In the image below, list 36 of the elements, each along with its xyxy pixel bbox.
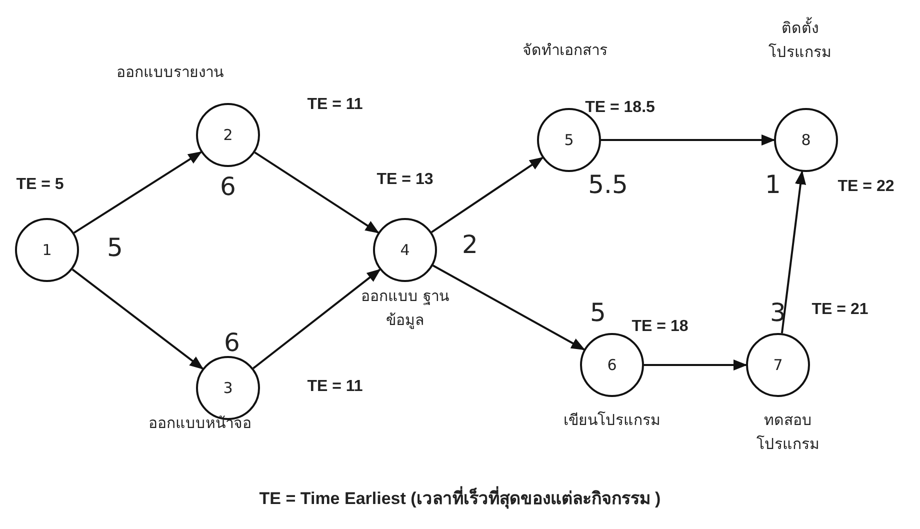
event-circle: 2 xyxy=(196,103,260,167)
te-label: TE = 11 xyxy=(307,95,363,116)
te-label: TE = 11 xyxy=(307,377,363,398)
arrow xyxy=(601,134,776,146)
te-label: TE = 21 xyxy=(812,300,868,320)
duration-label: 5 xyxy=(107,232,123,264)
event-circle: 6 xyxy=(580,333,644,397)
te-label: TE = 22 xyxy=(838,177,894,198)
event-circle: 7 xyxy=(746,333,810,397)
arrow xyxy=(644,359,748,371)
arrow xyxy=(431,157,544,233)
arrow xyxy=(780,170,806,334)
activity-name: ทดสอบ โปรแกรม xyxy=(756,410,820,455)
activity-name: ติดตั้ง โปรแกรม xyxy=(768,16,832,63)
te-label: TE = 5 xyxy=(16,175,64,196)
duration-label: 6 xyxy=(220,171,236,203)
arrow xyxy=(432,264,586,350)
duration-label: 5.5 xyxy=(588,169,628,201)
arrow xyxy=(72,268,204,370)
duration-label: 2 xyxy=(462,229,478,261)
te-label: TE = 13 xyxy=(376,170,434,190)
arrow xyxy=(254,152,380,234)
event-circle: 8 xyxy=(774,108,838,172)
activity-name: เขียนโปรแกรม xyxy=(564,410,660,431)
arrow xyxy=(252,268,381,370)
duration-label: 1 xyxy=(765,169,781,201)
activity-name: ออกแบบรายงาน xyxy=(116,62,224,83)
duration-label: 3 xyxy=(770,297,786,329)
event-circle: 1 xyxy=(15,218,79,282)
event-circle: 4 xyxy=(373,218,437,282)
duration-label: 6 xyxy=(224,327,240,359)
caption: TE = Time Earliest (เวลาที่เร็วที่สุดของแต่ละกิจกรรม ) xyxy=(0,484,920,511)
activity-name: จัดทำเอกสาร xyxy=(522,40,608,61)
arrow xyxy=(73,151,202,234)
activity-name: ออกแบบ ฐานข้อมูล xyxy=(360,286,450,331)
duration-label: 5 xyxy=(590,297,606,329)
